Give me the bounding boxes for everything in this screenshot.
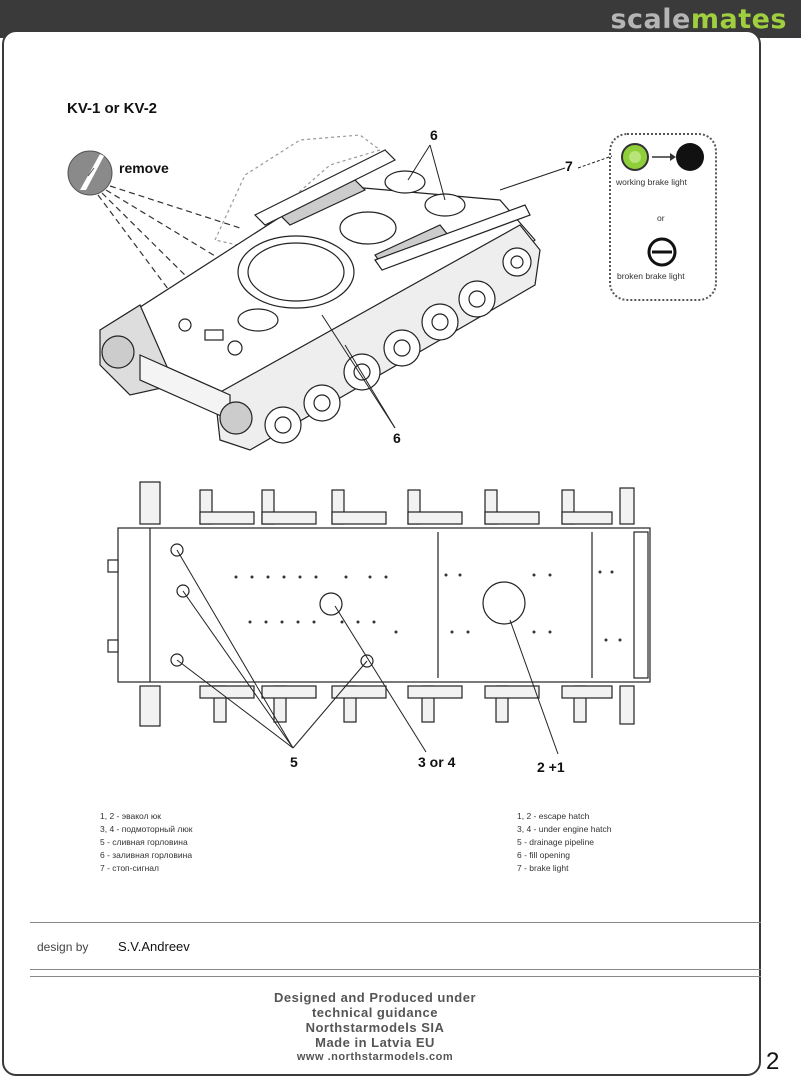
- callout-5: 5: [290, 754, 298, 770]
- legend-en-item: 6 - fill opening: [517, 850, 570, 860]
- footer-credits: Designed and Produced under technical gu…: [200, 990, 550, 1065]
- remove-leader-lines: [97, 185, 241, 306]
- divider-bottom: [30, 976, 761, 977]
- legend-english: 1, 2 - escape hatch 3, 4 - under engine …: [517, 810, 612, 875]
- remove-icon: [67, 150, 113, 196]
- designer-name: S.V.Andreev: [118, 939, 190, 954]
- legend-russian: 1, 2 - эвакол юк 3, 4 - подмоторный люк …: [100, 810, 192, 875]
- legend-ru-item: 5 - сливная горловина: [100, 837, 188, 847]
- page-number: 2: [766, 1048, 780, 1075]
- divider-middle: [30, 969, 761, 970]
- hull-underside-drawing: [107, 481, 651, 755]
- callout-6-top-leaders: [407, 144, 446, 201]
- brand-part-1: scale: [610, 4, 691, 35]
- brake-light-box: [609, 133, 717, 301]
- divider-top: [30, 922, 761, 923]
- brake-working-label: working brake light: [616, 177, 687, 187]
- legend-ru-item: 3, 4 - подмоторный люк: [100, 824, 193, 834]
- legend-en-item: 3, 4 - under engine hatch: [517, 824, 612, 834]
- brake-or-label: or: [657, 213, 665, 223]
- legend-ru-item: 7 - стоп-сигнал: [100, 863, 159, 873]
- legend-en-item: 1, 2 - escape hatch: [517, 811, 590, 821]
- legend-en-item: 7 - brake light: [517, 863, 569, 873]
- callout-3-or-4: 3 or 4: [418, 754, 456, 770]
- footer-line: Designed and Produced under: [273, 990, 477, 1005]
- footer-line: Made in Latvia EU: [315, 1035, 435, 1050]
- legend-ru-item: 1, 2 - эвакол юк: [100, 811, 161, 821]
- tank-isometric-drawing: [99, 134, 541, 451]
- remove-label: remove: [119, 160, 169, 176]
- callout-6-bottom-leaders: [321, 314, 396, 429]
- brake-broken-icon: [647, 237, 677, 267]
- brand-part-2: mates: [690, 4, 787, 35]
- brake-working-icons: [621, 143, 704, 171]
- legend-en-item: 5 - drainage pipeline: [517, 837, 595, 847]
- callout-6-bottom: 6: [393, 430, 401, 446]
- legend-ru-item: 6 - заливная горловина: [100, 850, 193, 860]
- callout-7: 7: [565, 158, 573, 174]
- design-by-label: design by: [37, 940, 89, 954]
- page-title: KV-1 or KV-2: [67, 100, 158, 117]
- brand-logo[interactable]: scalemates: [610, 4, 787, 35]
- callout-6-top: 6: [430, 127, 438, 143]
- footer-line: Northstarmodels SIA: [305, 1020, 445, 1035]
- callout-7-leader: [499, 155, 613, 191]
- callout-2-plus-1: 2 +1: [537, 759, 565, 775]
- footer-line: technical guidance: [311, 1005, 439, 1020]
- footer-website-link[interactable]: www .northstarmodels.com: [296, 1051, 454, 1063]
- brake-broken-label: broken brake light: [617, 271, 685, 281]
